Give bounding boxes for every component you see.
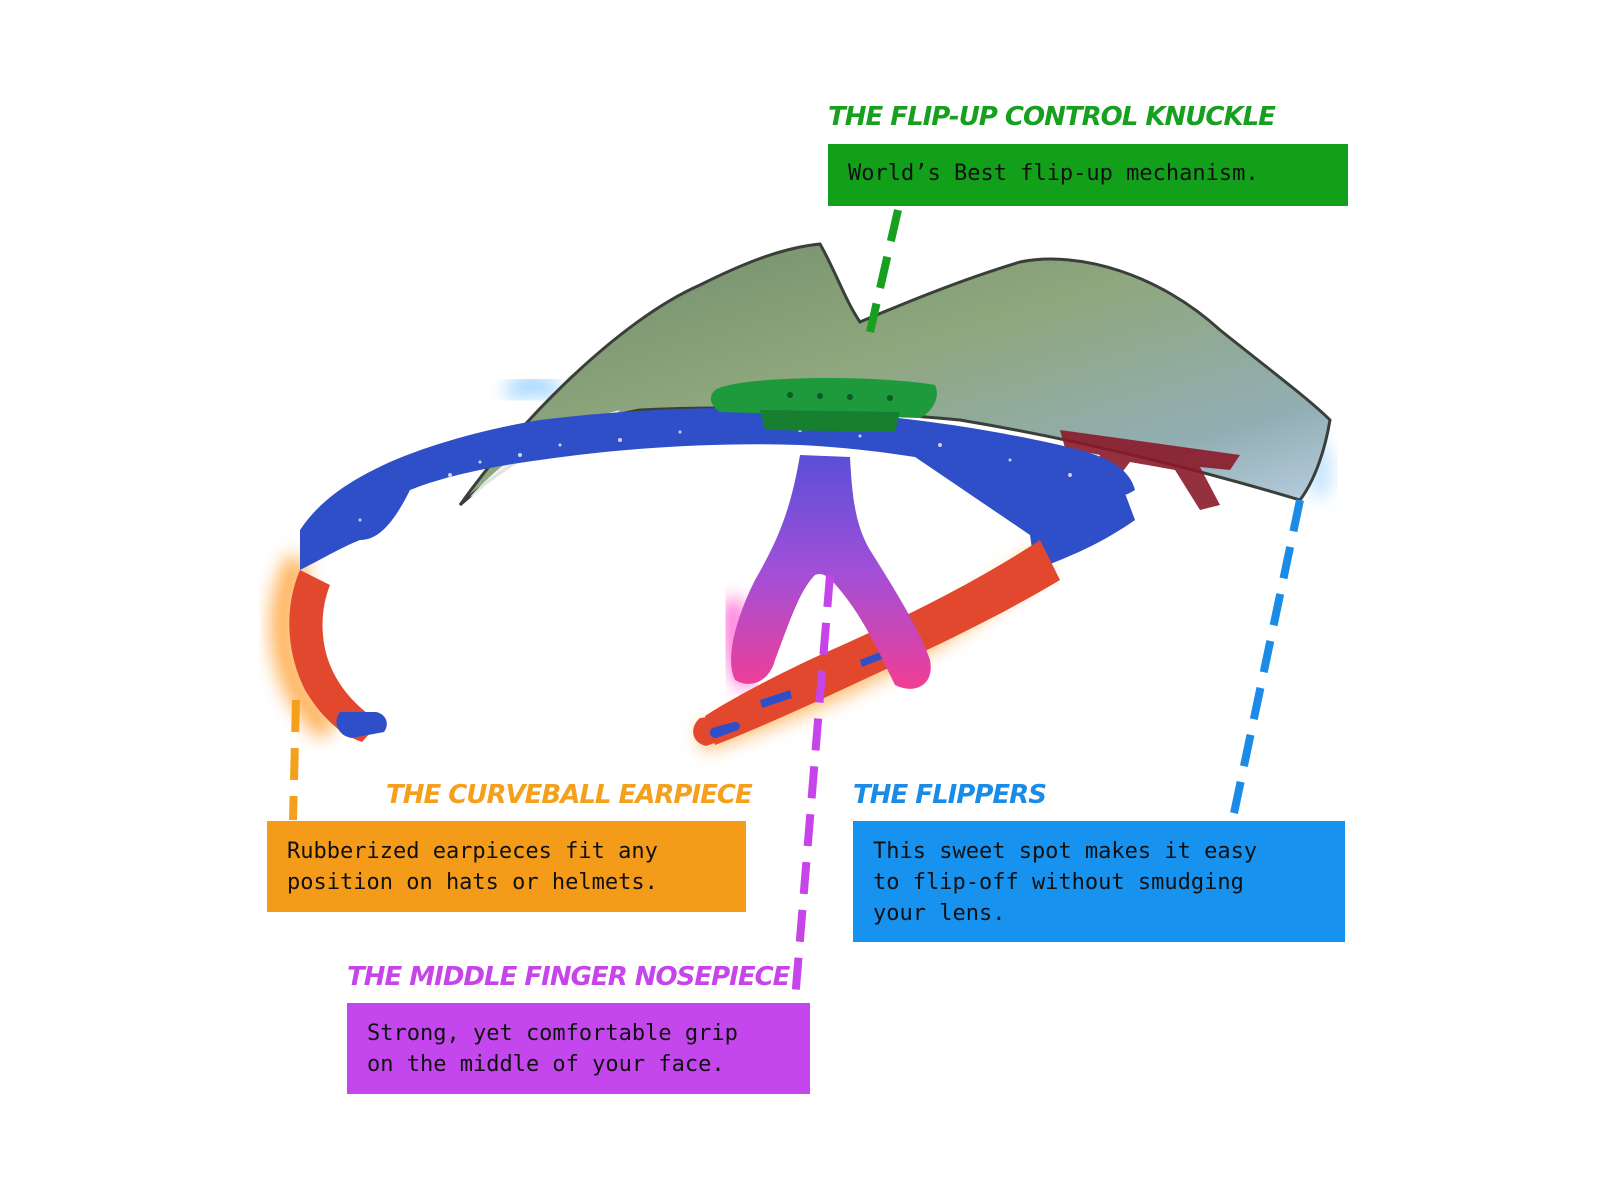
callout-leaders <box>289 209 1304 1001</box>
nosepiece-callout-box: Strong, yet comfortable grip on the midd… <box>347 1003 810 1094</box>
lens <box>458 242 1332 510</box>
flippers-callout-line: This sweet spot makes it easy <box>873 839 1258 864</box>
frame <box>289 408 1135 742</box>
flippers-callout-line: your lens. <box>873 901 1006 926</box>
knuckle-callout-title: THE FLIP-UP CONTROL KNUCKLE <box>828 102 1276 132</box>
flippers-callout-box: This sweet spot makes it easy to flip-of… <box>853 821 1345 942</box>
knuckle-leader-line <box>866 209 902 333</box>
flippers-callout-line: to flip-off without smudging <box>873 870 1244 895</box>
earpiece-leader-line <box>289 699 300 821</box>
nosepiece-leader-line <box>791 574 834 1001</box>
nosepiece-callout-title: THE MIDDLE FINGER NOSEPIECE <box>347 962 790 992</box>
nosepiece-callout-line: on the middle of your face. <box>367 1052 725 1077</box>
flippers-leader-line <box>1229 499 1304 819</box>
earpiece-callout-line: position on hats or helmets. <box>287 870 658 895</box>
brand-logo-icon <box>1060 430 1240 510</box>
knuckle-callout-text: World’s Best flip-up mechanism. <box>848 161 1259 186</box>
nosepiece <box>731 455 931 689</box>
nosepiece-callout-line: Strong, yet comfortable grip <box>367 1021 738 1046</box>
earpiece-callout-box: Rubberized earpieces fit any position on… <box>267 821 746 912</box>
earpiece-callout-title: THE CURVEBALL EARPIECE <box>386 780 753 810</box>
earpiece-callout-line: Rubberized earpieces fit any <box>287 839 658 864</box>
flippers-callout-title: THE FLIPPERS <box>853 780 1047 810</box>
flip-up-knuckle <box>710 378 937 432</box>
knuckle-callout-box: World’s Best flip-up mechanism. <box>828 144 1348 206</box>
